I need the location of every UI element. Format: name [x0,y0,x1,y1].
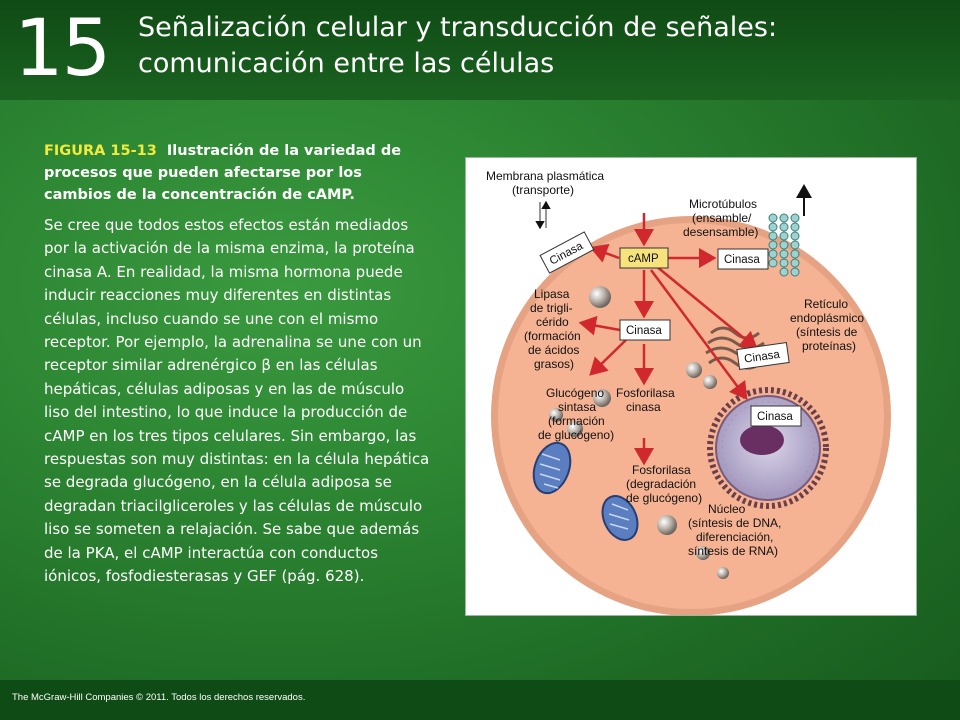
nucleo-label-4: síntesis de RNA) [688,544,778,558]
cinasa-box-center: Cinasa [619,319,671,341]
figure-caption: FIGURA 15-13 Ilustración de la variedad … [44,140,432,589]
camp-label: cAMP [628,253,659,265]
microtubulos-label-1: Microtúbulos [689,197,757,211]
cinasa-er-label: Cinasa [743,349,781,366]
membrana-label-1: Membrana plasmática [486,169,604,183]
glucogeno-label-1: Glucógeno [546,386,604,400]
cinasa-box-nucleus: Cinasa [750,405,802,427]
camp-diagram: Membrana plasmática (transporte) cAMP Ci… [486,169,891,615]
caption-heading-text: Ilustración de la variedad de procesos q… [44,143,402,203]
lipasa-label-5: de ácidos [528,343,579,357]
reticulo-label-1: Retículo [804,297,848,311]
reticulo-label-4: proteínas) [802,339,856,353]
fosforilasa-cinasa-label-1: Fosforilasa [616,386,675,400]
mitochondrion-left [532,441,572,495]
fosforilasa-cinasa-label-2: cinasa [626,400,661,414]
cinasa-nucleus-label: Cinasa [757,411,793,423]
lipasa-label-6: grasos) [534,357,574,371]
glucogeno-label-4: de glucógeno) [538,428,614,442]
reticulo-label-3: (síntesis de [796,325,858,339]
camp-figure: Membrana plasmática (transporte) cAMP Ci… [465,157,917,616]
glucogeno-label-3: (formación [548,414,605,428]
caption-heading: FIGURA 15-13 Ilustración de la variedad … [44,140,432,206]
figure-label: FIGURA 15-13 [44,143,157,159]
chapter-title: Señalización celular y transducción de s… [138,10,938,82]
cinasa-box-er: Cinasa [736,342,790,370]
lipasa-label-1: Lipasa [534,287,570,301]
membrana-label-2: (transporte) [512,183,574,197]
footer-bar [0,680,960,720]
glucogeno-label-2: sintasa [558,400,596,414]
fosforilasa-label-1: Fosforilasa [632,463,691,477]
chapter-title-line2: comunicación entre las células [138,48,555,79]
microtubulos-label-3: desensamble) [683,225,758,239]
transport-arrows [535,200,551,230]
microtubulos-label-2: (ensamble/ [692,211,752,225]
lipasa-label-2: de trigli- [530,301,573,315]
nucleo-label-1: Núcleo [708,502,746,516]
nucleo-label-3: diferenciación, [696,530,773,544]
reticulo-label-2: endoplásmico [790,311,864,325]
fosforilasa-label-2: (degradación [626,477,696,491]
cinasa-center-label: Cinasa [626,325,662,337]
lipasa-label-3: cérido [536,315,569,329]
granules [549,286,729,579]
copyright-text: The McGraw-Hill Companies © 2011. Todos … [12,692,306,703]
fosforilasa-label-3: de glucógeno) [626,491,702,505]
cinasa-box-right: Cinasa [717,248,769,270]
cinasa-right-label: Cinasa [724,254,760,266]
mitochondrion-bottom [601,495,639,541]
nucleo-label-2: (síntesis de DNA, [688,516,781,530]
chapter-title-line1: Señalización celular y transducción de s… [138,12,778,43]
lipasa-label-4: (formación [524,329,581,343]
chapter-number: 15 [14,4,111,94]
caption-body: Se cree que todos estos efectos están me… [44,216,430,586]
header-bar: 15 Señalización celular y transducción d… [0,0,960,100]
camp-box: cAMP [619,247,669,269]
signal-arrows [578,213,758,466]
microtubules [768,213,800,277]
